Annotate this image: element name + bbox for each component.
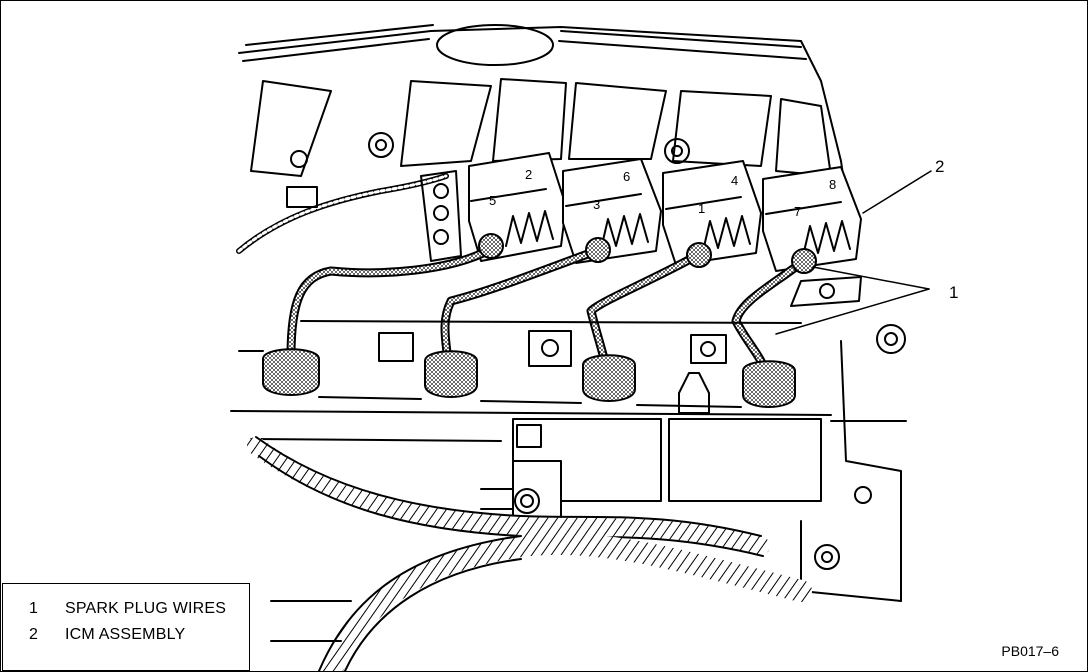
coil-label: 2: [525, 167, 532, 182]
coil-label: 7: [794, 204, 801, 219]
leader-line-1a: [812, 266, 930, 290]
plug-boots: [262, 348, 796, 408]
legend-number: 1: [29, 600, 39, 617]
legend-number: 2: [29, 626, 39, 643]
legend-item: 2 ICM ASSEMBLY: [29, 626, 185, 644]
figure-id: PB017–6: [1001, 643, 1059, 659]
coil-label: 3: [593, 197, 600, 212]
legend-box: 1 SPARK PLUG WIRES 2 ICM ASSEMBLY: [2, 583, 250, 671]
leader-line-2: [862, 170, 932, 214]
coil-label: 4: [731, 173, 738, 188]
leader-line-1b: [775, 288, 930, 335]
legend-label: ICM ASSEMBLY: [65, 626, 186, 643]
hatched-hose-upper: [247, 437, 770, 555]
callout-2: 2: [935, 157, 945, 176]
coil-label: 8: [829, 177, 836, 192]
valve-cover: [238, 26, 852, 232]
coil-label: 1: [698, 201, 705, 216]
coil-label: 6: [623, 169, 630, 184]
legend-item: 1 SPARK PLUG WIRES: [29, 600, 226, 618]
oil-fill-cap: [436, 24, 554, 66]
legend-label: SPARK PLUG WIRES: [65, 600, 227, 617]
coil-label: 5: [489, 193, 496, 208]
callout-1: 1: [949, 283, 959, 302]
hatched-hose-lower: [320, 532, 812, 671]
wiring-harness: [236, 173, 449, 254]
icm-assembly: [468, 152, 862, 272]
